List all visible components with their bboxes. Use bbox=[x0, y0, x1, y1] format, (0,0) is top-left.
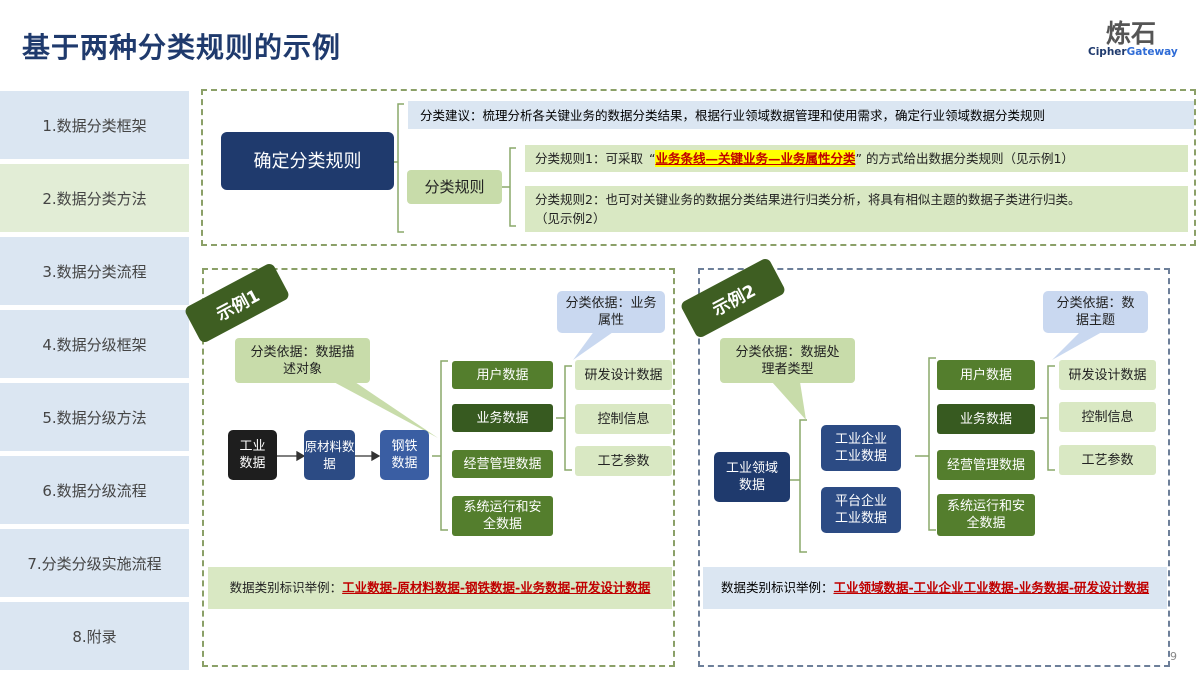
rule1-highlight: 业务条线—关键业务—业务属性分类 bbox=[655, 150, 856, 167]
rule2-bar: 分类规则2：也可对关键业务的数据分类结果进行归类分析，将具有相似主题的数据子类进… bbox=[525, 186, 1188, 232]
ex2-mid-0: 用户数据 bbox=[937, 360, 1035, 390]
ex2-right-callout-tail bbox=[1052, 332, 1102, 360]
rule1-open-quote: “ bbox=[648, 151, 656, 166]
ex2-footer: 数据类别标识举例：工业领域数据-工业企业工业数据-业务数据-研发设计数据 bbox=[703, 567, 1167, 609]
sidebar-item-1[interactable]: 1.数据分类框架 bbox=[0, 91, 189, 161]
page-title: 基于两种分类规则的示例 bbox=[22, 31, 342, 64]
sidebar-item-label: 3.数据分类流程 bbox=[42, 262, 147, 281]
ex1-callout-tail bbox=[330, 380, 438, 438]
sidebar-nav: 1.数据分类框架 2.数据分类方法 3.数据分类流程 4.数据分级框架 5.数据… bbox=[0, 88, 189, 675]
ex1-mid-0: 用户数据 bbox=[452, 361, 553, 389]
sidebar-item-label: 6.数据分级流程 bbox=[42, 481, 147, 500]
sidebar-item-3[interactable]: 3.数据分类流程 bbox=[0, 237, 189, 307]
ex2-mid-2: 经营管理数据 bbox=[937, 450, 1035, 480]
sidebar-item-label: 5.数据分级方法 bbox=[42, 408, 147, 427]
sidebar-item-label: 2.数据分类方法 bbox=[42, 189, 147, 208]
rule2-line2: （见示例2） bbox=[535, 211, 606, 226]
ex2-callout-tail bbox=[772, 382, 806, 420]
rule1-bar: 分类规则1：可采取 “ 业务条线—关键业务—业务属性分类 ” 的方式给出数据分类… bbox=[525, 145, 1188, 172]
ex1-right-0: 研发设计数据 bbox=[575, 360, 672, 390]
rule1-prefix: 分类规则1：可采取 bbox=[535, 151, 643, 166]
rule1-close-quote: ” bbox=[855, 151, 862, 166]
rules-box: 分类规则 bbox=[407, 170, 502, 204]
ex2-right-1: 控制信息 bbox=[1059, 402, 1156, 432]
top-bracket bbox=[397, 103, 404, 233]
ex1-right-callout-tail bbox=[573, 330, 616, 360]
ex1-footer-label: 数据类别标识举例： bbox=[229, 580, 343, 595]
sidebar-item-label: 4.数据分级框架 bbox=[42, 335, 147, 354]
ex1-mid-3: 系统运行和安全数据 bbox=[452, 496, 553, 536]
ex1-mid-bracket bbox=[440, 360, 448, 531]
ex2-footer-value: 工业领域数据-工业企业工业数据-业务数据-研发设计数据 bbox=[833, 580, 1150, 595]
ex2-root: 工业领域数据 bbox=[714, 452, 790, 502]
sidebar-item-6[interactable]: 6.数据分级流程 bbox=[0, 456, 189, 526]
ex2-mid-1: 业务数据 bbox=[937, 404, 1035, 434]
ex1-callout-right: 分类依据：业务属性 bbox=[557, 291, 665, 333]
ex2-footer-label: 数据类别标识举例： bbox=[720, 580, 834, 595]
rule2-line1: 分类规则2：也可对关键业务的数据分类结果进行归类分析，将具有相似主题的数据子类进… bbox=[535, 192, 1081, 207]
sidebar-item-label: 7.分类分级实施流程 bbox=[27, 554, 162, 573]
ex1-mid-1: 业务数据 bbox=[452, 404, 553, 432]
ex1-mid-2: 经营管理数据 bbox=[452, 450, 553, 478]
ex2-right-0: 研发设计数据 bbox=[1059, 360, 1156, 390]
ex1-footer: 数据类别标识举例：工业数据-原材料数据-钢铁数据-业务数据-研发设计数据 bbox=[208, 567, 672, 609]
ex1-footer-value: 工业数据-原材料数据-钢铁数据-业务数据-研发设计数据 bbox=[342, 580, 651, 595]
ex2-callout-right: 分类依据：数据主题 bbox=[1043, 291, 1148, 333]
sidebar-item-5[interactable]: 5.数据分级方法 bbox=[0, 383, 189, 453]
ex2-mid-bracket bbox=[928, 357, 936, 531]
ex2-branch-1: 平台企业工业数据 bbox=[821, 487, 901, 533]
ex1-callout-left: 分类依据：数据描述对象 bbox=[235, 338, 370, 383]
logo-cipher: Cipher bbox=[1088, 46, 1127, 58]
ex2-right-2: 工艺参数 bbox=[1059, 445, 1156, 475]
sidebar-item-2[interactable]: 2.数据分类方法 bbox=[0, 164, 189, 234]
ex2-callout-left: 分类依据：数据处理者类型 bbox=[720, 338, 855, 383]
ex1-right-1: 控制信息 bbox=[575, 404, 672, 434]
suggestion-bar: 分类建议：梳理分析各关键业务的数据分类结果，根据行业领域数据管理和使用需求，确定… bbox=[408, 101, 1194, 129]
example2-frame bbox=[698, 268, 1170, 667]
top-frame bbox=[201, 89, 1196, 246]
page-number: 9 bbox=[1170, 650, 1177, 663]
sidebar-item-7[interactable]: 7.分类分级实施流程 bbox=[0, 529, 189, 599]
sidebar-item-label: 1.数据分类框架 bbox=[42, 116, 147, 135]
sidebar-item-label: 8.附录 bbox=[72, 627, 117, 646]
sidebar-item-4[interactable]: 4.数据分级框架 bbox=[0, 310, 189, 380]
ex1-chain-1: 原材料数据 bbox=[304, 430, 355, 480]
rule1-suffix: 的方式给出数据分类规则（见示例1） bbox=[865, 151, 1074, 166]
example1-frame bbox=[202, 268, 675, 667]
logo-text: 炼石 bbox=[1106, 19, 1157, 48]
ex2-branch-bracket bbox=[799, 419, 807, 553]
main-rule-box: 确定分类规则 bbox=[221, 132, 394, 190]
ex1-right-2: 工艺参数 bbox=[575, 446, 672, 476]
ex1-chain-0: 工业数据 bbox=[228, 430, 277, 480]
logo-subtext: CipherGateway bbox=[1088, 46, 1178, 58]
ex2-mid-3: 系统运行和安全数据 bbox=[937, 494, 1035, 536]
logo-gateway: Gateway bbox=[1126, 46, 1178, 58]
sidebar-item-8[interactable]: 8.附录 bbox=[0, 602, 189, 672]
ex1-chain-2: 钢铁数据 bbox=[380, 430, 429, 480]
ex2-branch-0: 工业企业工业数据 bbox=[821, 425, 901, 471]
